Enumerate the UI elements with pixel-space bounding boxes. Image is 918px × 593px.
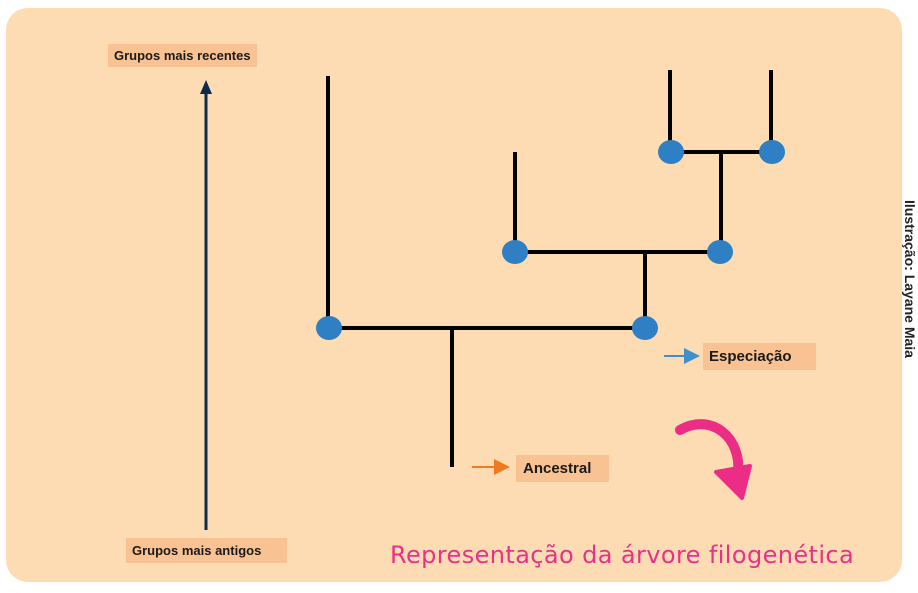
time-axis-arrow: [200, 80, 212, 530]
diagram-panel: [6, 8, 902, 582]
illustration-credit: Ilustração: Layane Maia: [902, 200, 918, 358]
ancestral-label: Ancestral: [516, 455, 610, 482]
node-upper-right: [759, 140, 785, 164]
diagram-caption: Representação da árvore filogenética: [390, 541, 855, 569]
tree-nodes: [316, 140, 785, 340]
speciation-label: Especiação: [703, 343, 816, 370]
old-groups-label: Grupos mais antigos: [126, 538, 288, 563]
up-arrow-icon: [200, 80, 212, 94]
curved-down-arrow-icon: [675, 419, 752, 500]
node-middle-right: [707, 240, 733, 264]
node-upper-left: [658, 140, 684, 164]
recent-groups-label: Grupos mais recentes: [108, 44, 257, 67]
node-middle-left: [502, 240, 528, 264]
node-root-left: [316, 316, 342, 340]
node-speciation: [632, 316, 658, 340]
tree-branches: [326, 70, 773, 467]
